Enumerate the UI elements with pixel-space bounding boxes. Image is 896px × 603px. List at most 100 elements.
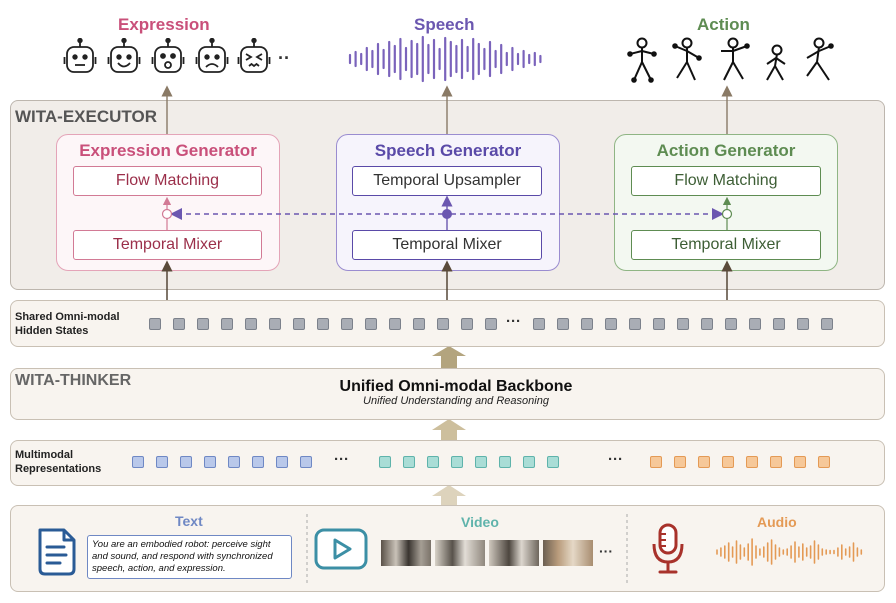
stick-figure-icon [806, 37, 834, 81]
text-token [228, 456, 240, 468]
hidden-state-token [389, 318, 401, 330]
hidden-state-token [293, 318, 305, 330]
audio-input-title: Audio [757, 514, 797, 530]
multimodal-label-line2: Representations [15, 463, 102, 475]
hidden-state-token [197, 318, 209, 330]
shared-ellipsis: ··· [506, 313, 521, 330]
multimodal-ellipsis-2: ··· [608, 451, 623, 468]
video-token [475, 456, 487, 468]
action-output-title: Action [697, 15, 750, 34]
hidden-state-token [677, 318, 689, 330]
audio-token [818, 456, 830, 468]
audio-token [746, 456, 758, 468]
hidden-state-token [485, 318, 497, 330]
shared-tokens [149, 318, 509, 330]
hidden-state-token [605, 318, 617, 330]
video-frame [489, 540, 539, 566]
audio-token [650, 456, 662, 468]
hidden-state-token [701, 318, 713, 330]
video-token [427, 456, 439, 468]
text-token [132, 456, 144, 468]
hidden-state-token [581, 318, 593, 330]
shared-tokens-right [533, 318, 845, 330]
text-token [276, 456, 288, 468]
text-token [300, 456, 312, 468]
hidden-state-token [629, 318, 641, 330]
hidden-state-token [797, 318, 809, 330]
thinker-up-arrow [432, 346, 466, 368]
action-flow-matching: Flow Matching [631, 166, 821, 196]
audio-token [698, 456, 710, 468]
expression-sync-node [161, 208, 173, 220]
video-token [379, 456, 391, 468]
multimodal-up-arrow [432, 419, 466, 440]
hidden-state-token [221, 318, 233, 330]
hidden-state-token [269, 318, 281, 330]
video-ellipsis: ··· [599, 543, 613, 559]
input-divider-1 [306, 514, 308, 584]
multimodal-label-line1: Multimodal [15, 449, 74, 461]
neutral-face-icon [63, 38, 97, 73]
hidden-state-token [533, 318, 545, 330]
thinker-panel [10, 368, 885, 420]
video-input-title: Video [461, 514, 499, 530]
text-token [156, 456, 168, 468]
video-frame [435, 540, 485, 566]
text-token [252, 456, 264, 468]
happy-face-icon [107, 38, 141, 73]
text-token [180, 456, 192, 468]
video-token [403, 456, 415, 468]
text-input-title: Text [175, 513, 203, 529]
video-token [523, 456, 535, 468]
hidden-state-token [341, 318, 353, 330]
hidden-state-token [821, 318, 833, 330]
play-icon [314, 528, 368, 570]
hidden-state-token [773, 318, 785, 330]
stick-figure-icon [721, 37, 750, 81]
video-frame [543, 540, 593, 566]
video-token [547, 456, 559, 468]
hidden-state-token [245, 318, 257, 330]
expression-temporal-mixer: Temporal Mixer [73, 230, 262, 260]
text-token [204, 456, 216, 468]
sad-face-icon [195, 38, 229, 73]
expression-faces [63, 38, 271, 73]
text-tokens [132, 456, 324, 468]
input-divider-2 [626, 514, 628, 584]
speech-sync-node [442, 209, 452, 219]
expression-flow-matching: Flow Matching [73, 166, 262, 196]
hidden-state-token [653, 318, 665, 330]
speech-output-title: Speech [414, 15, 475, 34]
speech-temporal-mixer: Temporal Mixer [352, 230, 542, 260]
backbone-title: Unified Omni-modal Backbone [339, 378, 573, 395]
video-frame [381, 540, 431, 566]
multimodal-label: Multimodal Representations [15, 448, 101, 476]
hidden-state-token [749, 318, 761, 330]
text-prompt: You are an embodied robot: perceive sigh… [92, 539, 273, 574]
video-token [451, 456, 463, 468]
speech-generator-title: Speech Generator [374, 141, 522, 160]
surprised-face-icon [151, 38, 185, 73]
hidden-state-token [413, 318, 425, 330]
audio-token [794, 456, 806, 468]
hidden-state-token [365, 318, 377, 330]
multimodal-panel [10, 440, 885, 486]
stick-figure-icon [627, 37, 657, 83]
shared-label-line1: Shared Omni-modal [15, 311, 120, 323]
hidden-state-token [173, 318, 185, 330]
hidden-state-token [149, 318, 161, 330]
inputs-up-arrow [432, 485, 466, 505]
expression-output-title: Expression [118, 15, 210, 34]
action-stick-figures [627, 37, 834, 83]
expression-generator-title: Expression Generator [79, 141, 257, 160]
thinker-title: WITA-THINKER [15, 372, 132, 389]
document-icon [38, 528, 76, 576]
hidden-state-token [725, 318, 737, 330]
stick-figure-icon [766, 44, 786, 81]
action-temporal-mixer: Temporal Mixer [631, 230, 821, 260]
hidden-state-token [437, 318, 449, 330]
video-tokens [379, 456, 571, 468]
hidden-state-token [461, 318, 473, 330]
action-generator-title: Action Generator [656, 141, 796, 160]
